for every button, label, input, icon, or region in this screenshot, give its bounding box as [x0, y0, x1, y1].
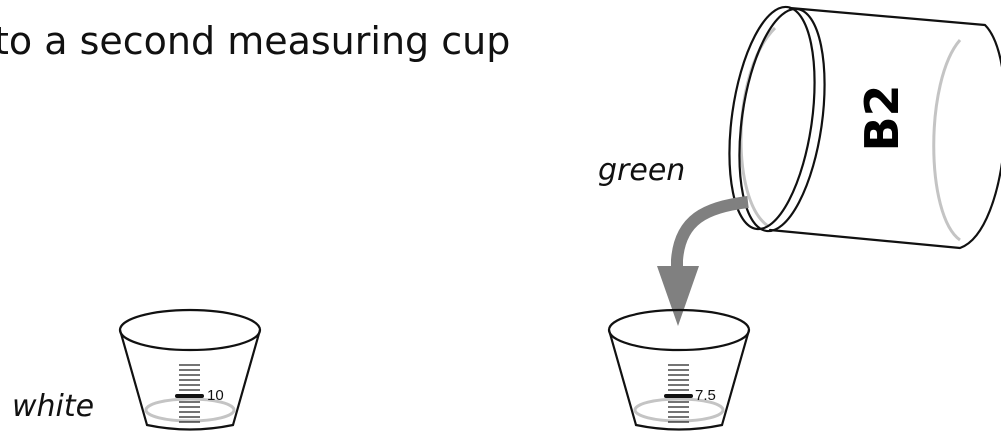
- graduation-marks: [666, 365, 691, 422]
- measuring-cup-right: 7.5: [609, 310, 749, 430]
- caption-text: to a second measuring cup: [0, 19, 510, 63]
- pour-label: green: [598, 153, 685, 188]
- measuring-cup-icon: [609, 310, 749, 430]
- cup-right-reading: 7.5: [695, 387, 716, 404]
- graduation-marks: [177, 365, 202, 422]
- container-drum-icon: B2: [717, 2, 1001, 248]
- cup-left-label: white: [12, 389, 94, 424]
- measuring-cup-left: 10: [120, 310, 260, 430]
- cup-left-reading: 10: [207, 387, 224, 404]
- pour-arrow-icon: [657, 202, 748, 326]
- measuring-cup-icon: [120, 310, 260, 430]
- drum-label: B2: [855, 84, 909, 151]
